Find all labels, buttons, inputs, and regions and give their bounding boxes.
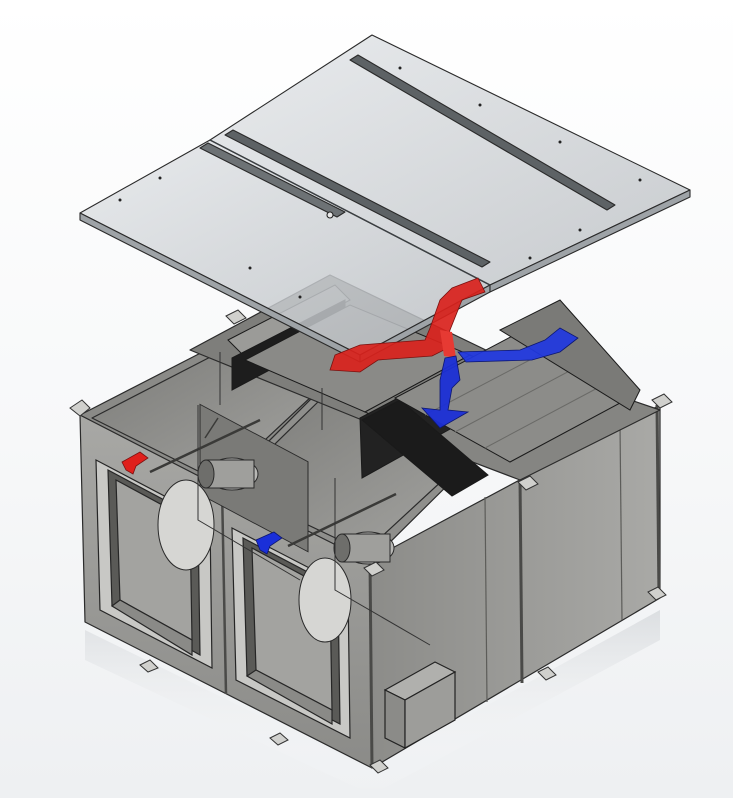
right-fan bbox=[287, 492, 397, 643]
left-fan bbox=[149, 403, 309, 571]
mounting-tabs bbox=[69, 309, 673, 774]
floor-shadow bbox=[85, 610, 660, 795]
red-airflow-arrow bbox=[329, 277, 486, 373]
compartment-frames bbox=[197, 352, 431, 646]
electrical-box bbox=[383, 661, 457, 750]
blue-inlet-arrow bbox=[255, 531, 283, 555]
blue-airflow-arrow bbox=[420, 327, 579, 429]
top-lid-panel bbox=[79, 34, 691, 363]
red-inlet-arrow bbox=[121, 451, 149, 475]
